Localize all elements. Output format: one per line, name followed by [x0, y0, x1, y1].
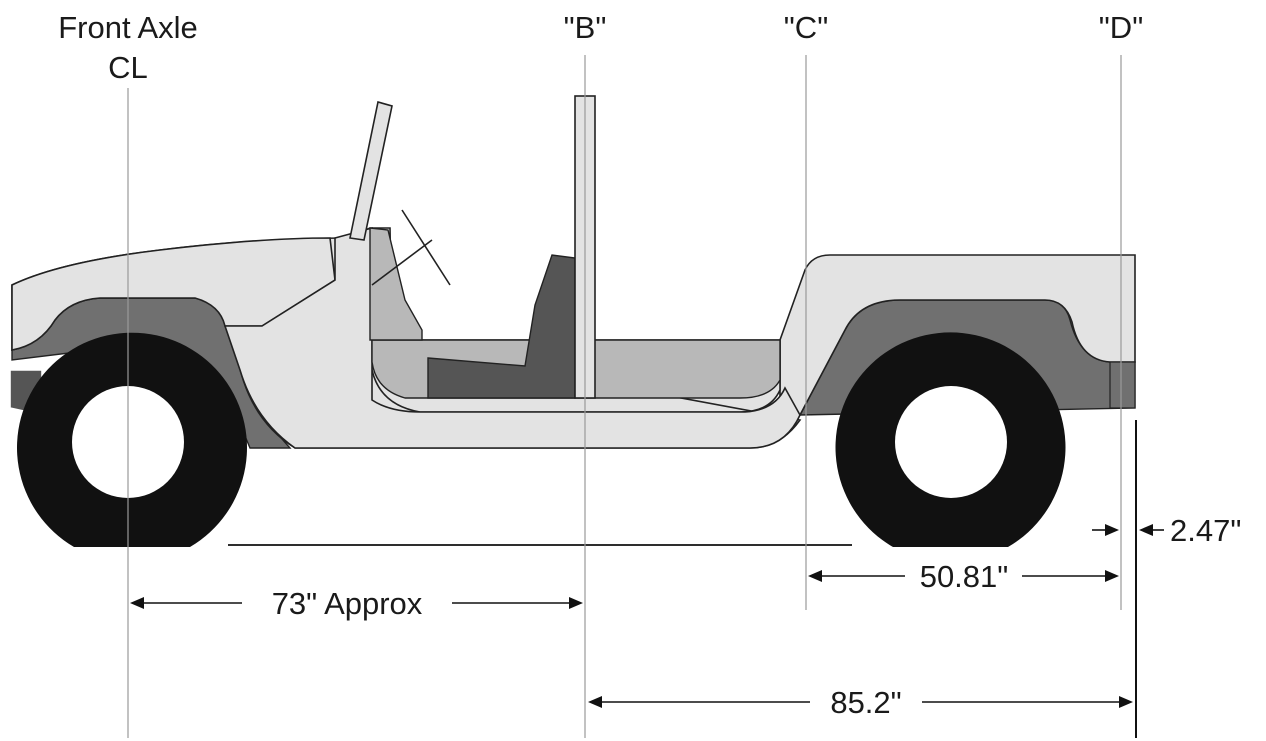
rear-wheel	[835, 332, 1066, 547]
dimension-axle-to-b: 73" Approx	[130, 586, 583, 621]
b-label: "B"	[564, 10, 607, 45]
dash-panel	[369, 227, 423, 341]
dimension-c-to-d: 50.81"	[808, 559, 1119, 594]
vehicle	[9, 95, 1136, 449]
cabin-tub	[223, 226, 801, 449]
tailgate	[1109, 361, 1136, 409]
dimension-d-to-tail-label: 2.47"	[1170, 513, 1241, 548]
seat	[427, 254, 576, 399]
front-axle-label: Front Axle	[58, 10, 198, 45]
front-axle-cl-label: CL	[108, 50, 148, 85]
c-label: "C"	[784, 10, 828, 45]
steering-wheel	[371, 239, 433, 286]
dimension-c-to-d-label: 50.81"	[920, 559, 1009, 594]
steering-column	[401, 209, 451, 286]
rear-bed	[779, 254, 1136, 422]
dimension-d-to-tail: 2.47"	[1092, 513, 1241, 548]
windshield-frame	[349, 100, 393, 241]
dimension-axle-to-b-label: 73" Approx	[272, 586, 423, 621]
rear-hub	[895, 386, 1007, 498]
dimension-b-to-tail-label: 85.2"	[830, 685, 901, 720]
dimension-b-to-tail: 85.2"	[588, 685, 1133, 720]
d-label: "D"	[1099, 10, 1143, 45]
